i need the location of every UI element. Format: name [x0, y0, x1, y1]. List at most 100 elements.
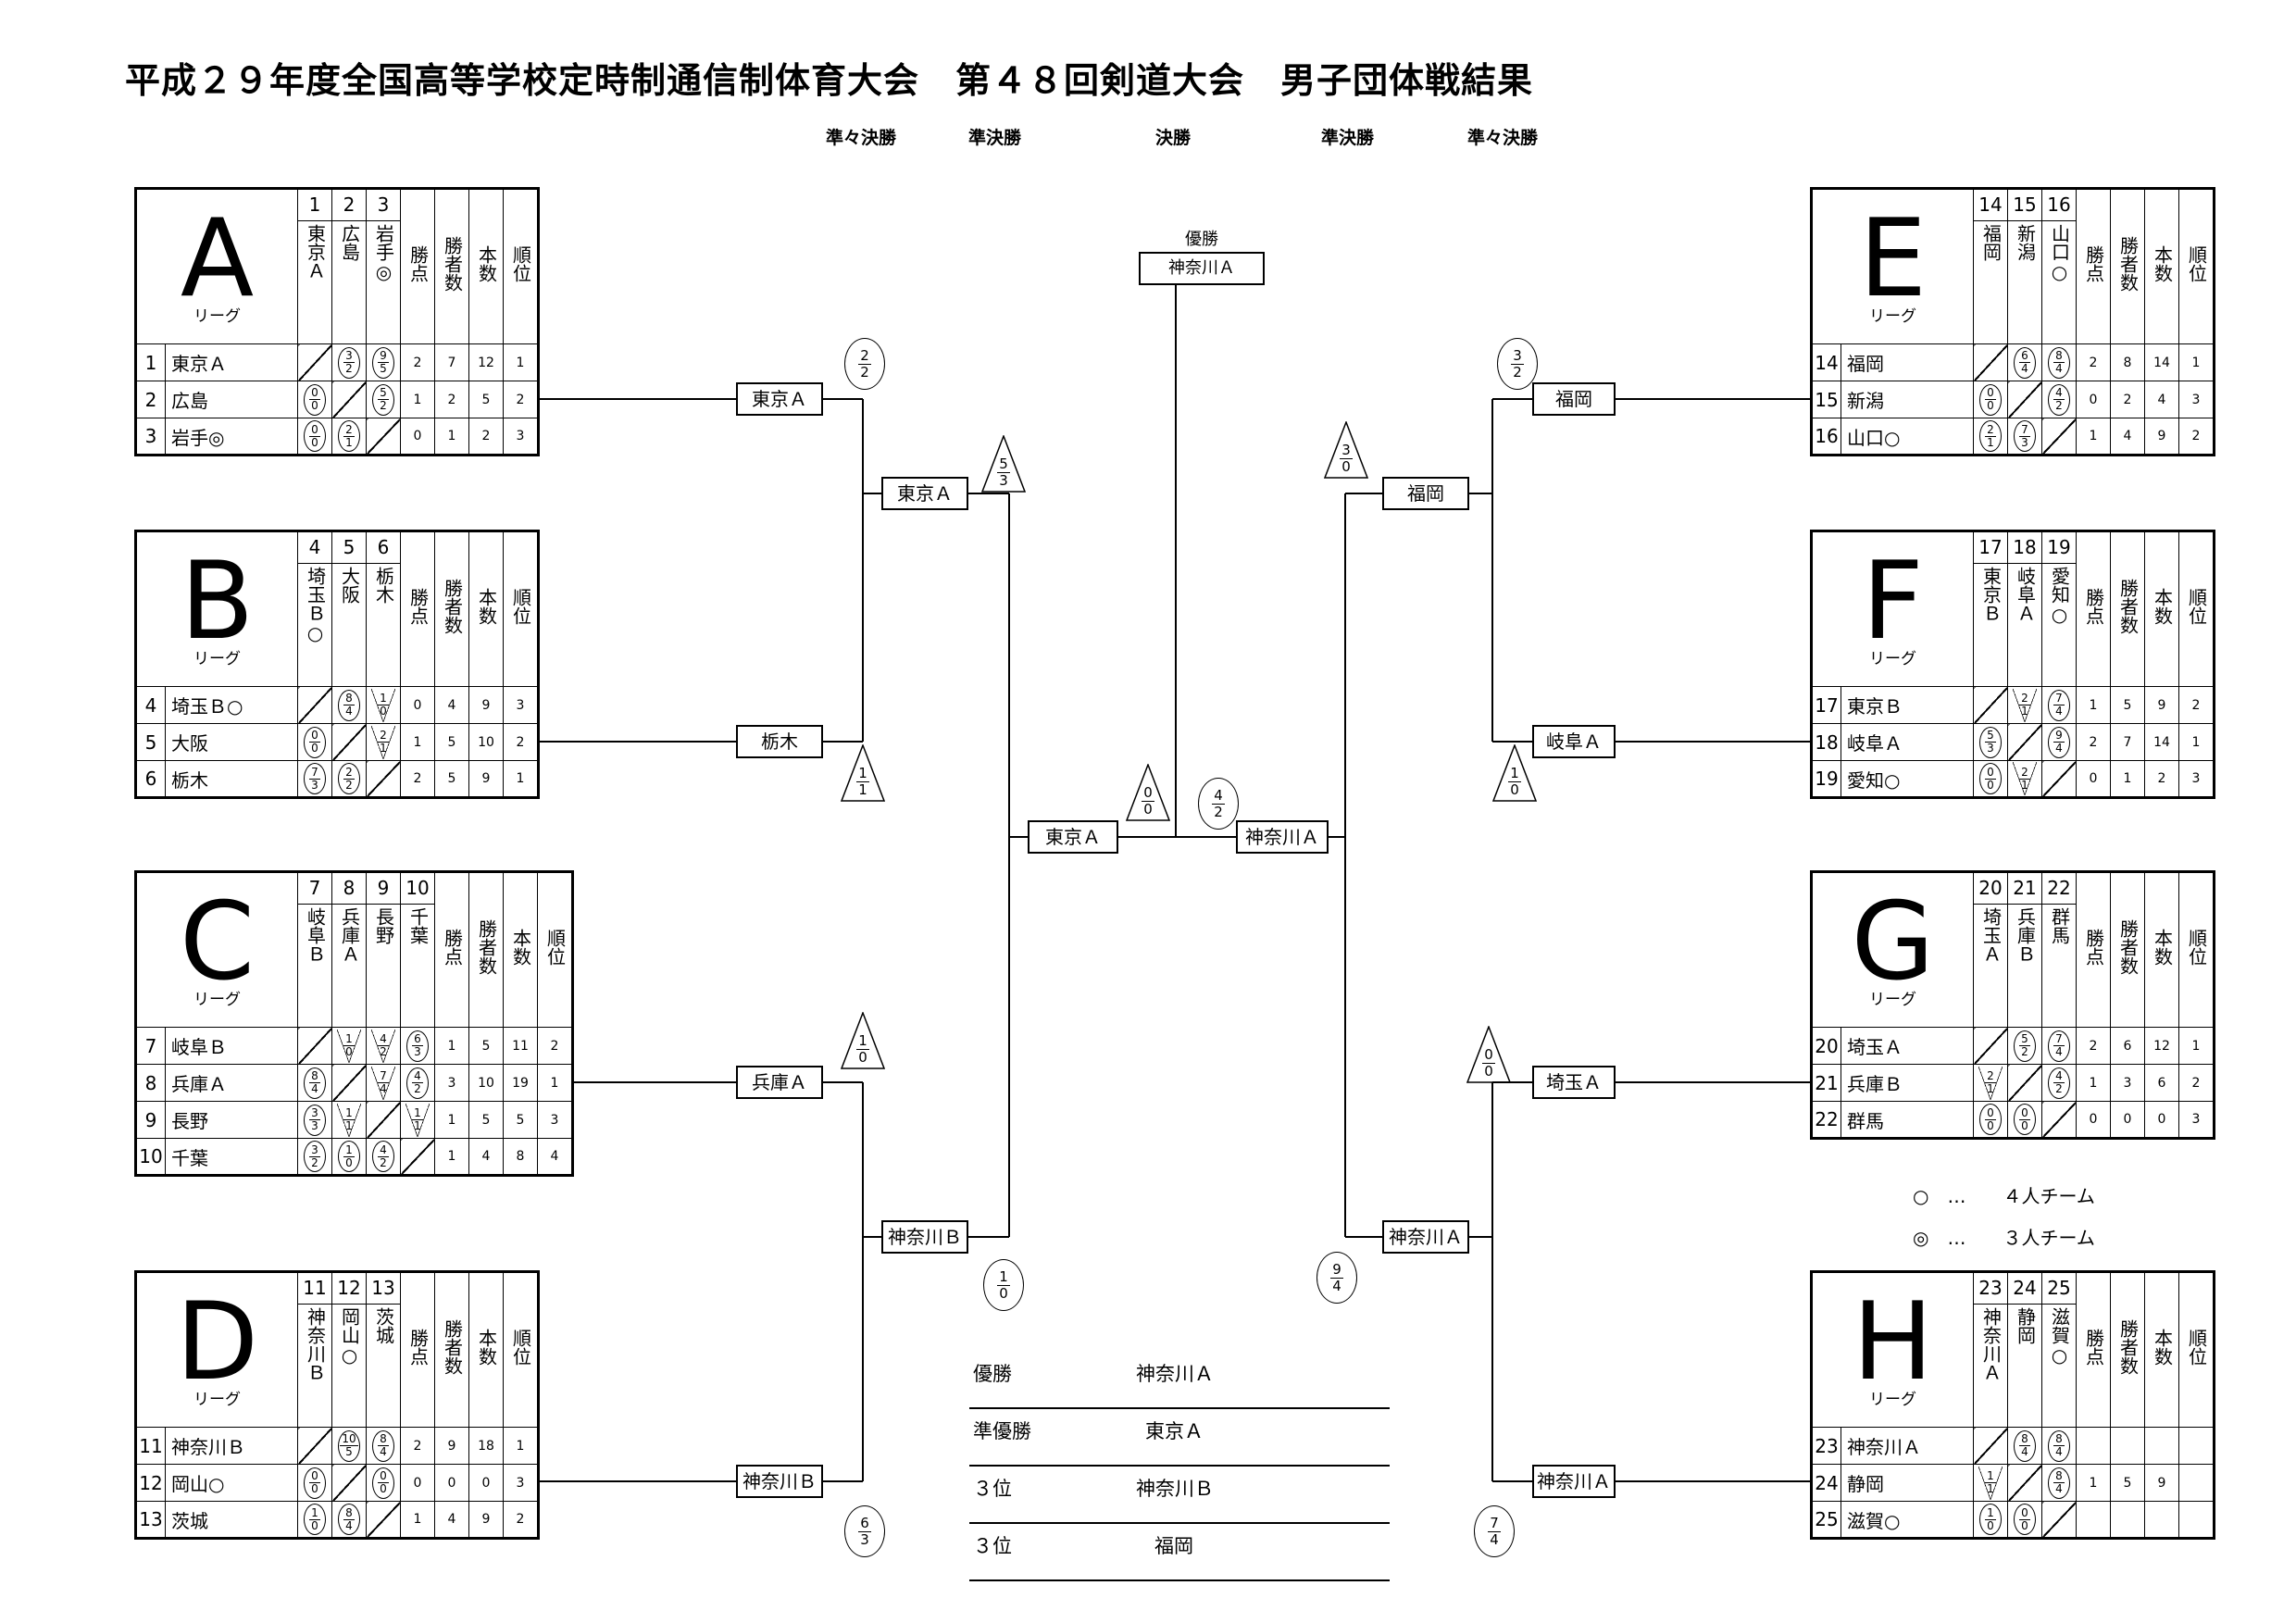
self-cell — [366, 1101, 401, 1139]
stat-cell: 4 — [2144, 381, 2179, 418]
stat-cell: 5 — [2110, 1464, 2145, 1502]
col-number: 18 — [2007, 531, 2042, 564]
col-number: 8 — [331, 871, 367, 905]
qf-left-3: 兵庫Ａ — [736, 1066, 823, 1099]
row-team: 愛知○ — [1841, 760, 1974, 798]
stat-cell — [2178, 1501, 2215, 1539]
stat-cell: 2 — [2076, 343, 2111, 381]
row-number: 10 — [135, 1138, 166, 1176]
final-right: 神奈川Ａ — [1236, 820, 1329, 854]
row-team: 静岡 — [1841, 1464, 1974, 1502]
col-team-name: 岐阜Ａ — [2014, 566, 2037, 622]
stat-cell: 0 — [468, 1464, 504, 1502]
col-number: 24 — [2007, 1271, 2042, 1305]
stat-cell: 1 — [2076, 418, 2111, 456]
stat-cell — [2076, 1427, 2111, 1465]
stat-header-text: 勝点 — [2082, 245, 2105, 282]
stat-cell: 1 — [434, 1138, 469, 1176]
final-left: 東京Ａ — [1028, 820, 1118, 854]
row-team: 岩手◎ — [165, 418, 298, 456]
stat-header-text: 順位 — [2185, 588, 2208, 625]
stat-cell: 8 — [503, 1138, 538, 1176]
col-team: 兵庫Ｂ — [2007, 903, 2042, 1029]
row-team: 山口○ — [1841, 418, 1974, 456]
row-team: 新潟 — [1841, 381, 1974, 418]
row-number: 20 — [1811, 1027, 1841, 1065]
stat-cell: 0 — [2076, 381, 2111, 418]
col-number: 16 — [2041, 188, 2077, 221]
stat-header: 本数 — [2144, 1271, 2179, 1428]
stat-header: 勝者数 — [434, 188, 469, 344]
stat-header: 勝点 — [400, 188, 435, 344]
stat-cell: 5 — [2110, 686, 2145, 724]
stat-header: 勝者数 — [2110, 1271, 2145, 1428]
stat-cell: 12 — [2144, 1027, 2179, 1065]
stat-cell: 1 — [434, 418, 469, 456]
col-team: 神奈川Ｂ — [297, 1303, 332, 1429]
row-number: 18 — [1811, 723, 1841, 761]
row-number: 8 — [135, 1064, 166, 1102]
stat-cell: 9 — [468, 1501, 504, 1539]
self-cell — [297, 1427, 332, 1465]
stat-cell: 5 — [434, 723, 469, 761]
stat-header-text: 勝点 — [406, 588, 430, 625]
stat-header: 順位 — [2178, 531, 2215, 687]
stat-header: 勝点 — [2076, 188, 2111, 344]
stat-cell: 1 — [400, 723, 435, 761]
round-label-final: 決勝 — [1155, 128, 1192, 148]
col-team: 滋賀○ — [2041, 1303, 2077, 1429]
stat-header-text: 本数 — [509, 929, 532, 966]
stat-header-text: 勝者数 — [475, 919, 498, 975]
col-number: 1 — [297, 188, 332, 221]
col-team-name: 滋賀○ — [2048, 1306, 2071, 1367]
col-team-name: 大阪 — [338, 566, 361, 604]
stat-header-text: 本数 — [475, 245, 498, 282]
stat-cell: 0 — [434, 1464, 469, 1502]
stat-cell: 19 — [503, 1064, 538, 1102]
stat-header-text: 順位 — [2185, 245, 2208, 282]
col-number: 22 — [2041, 871, 2077, 905]
stat-header-text: 勝者数 — [2116, 919, 2140, 975]
stat-cell: 1 — [400, 1501, 435, 1539]
stat-cell: 0 — [400, 686, 435, 724]
self-cell — [331, 381, 367, 418]
col-team-name: 山口○ — [2048, 223, 2071, 283]
col-team-name: 愛知○ — [2048, 566, 2071, 626]
stat-cell: 2 — [400, 760, 435, 798]
